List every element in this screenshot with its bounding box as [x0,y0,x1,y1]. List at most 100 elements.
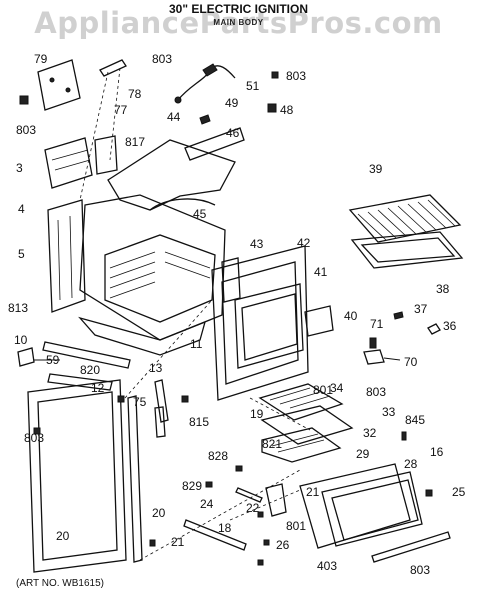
callout-34: 34 [330,381,344,395]
diagram-subtitle: MAIN BODY [213,18,264,27]
part-403-rod [371,531,451,563]
callout-828: 28 [404,457,418,471]
callout-4: 4 [18,202,25,216]
part-59-bracket [17,347,35,367]
callout-20: 828 [208,449,228,463]
callout-71: 71 [370,317,384,331]
callout-70: 70 [404,355,418,369]
part-38-pan [350,231,464,269]
callout-75: 75 [133,395,147,409]
part-77-bracket [94,135,118,175]
callout-3: 3 [16,161,23,175]
callout-42: 42 [297,236,311,250]
callout-803: 803 [366,385,386,399]
callout-59: 59 [46,353,60,367]
part-78-bracket [99,59,127,77]
part-70-knob [363,349,385,365]
callout-16: 20 [56,529,70,543]
callout-803: 803 [24,431,44,445]
callout-51: 51 [246,79,260,93]
callout-43: 43 [250,237,264,251]
callout-803: 803 [286,69,306,83]
part-16-oven-door [27,379,127,573]
callout-78: 78 [128,87,142,101]
callout-25: 21 [306,485,320,499]
callout-813: 813 [8,301,28,315]
part-46-trim [184,127,245,161]
callout-33: 33 [382,405,396,419]
callout-37: 37 [414,302,428,316]
part-13-hinge [154,379,169,423]
callout-labels: 79 803 78 51 803 49 48 77 817 44 46 803 … [8,52,466,577]
callout-821: 29 [356,447,370,461]
callout-18: 21 [171,535,185,549]
callout-20: 18 [218,521,232,535]
callout-32: 32 [363,426,377,440]
callout-801: 801 [313,383,333,397]
diagram-title: 30" ELECTRIC IGNITION [168,2,309,16]
part-4-side-panel [47,199,86,313]
callout-803: 803 [16,123,36,137]
part-19-drawer [261,427,342,463]
part-39-rack [348,194,462,243]
part-79-bracket [37,59,81,111]
callout-21: 829 [182,479,202,493]
callout-403: 803 [410,563,430,577]
callout-46: 46 [226,126,240,140]
callout-22: 24 [200,497,214,511]
part-5-body [79,194,226,341]
callout-817: 817 [125,135,145,149]
callout-815: 815 [189,415,209,429]
callout-77: 77 [114,103,128,117]
callout-10: 10 [14,333,28,347]
callout-801: 20 [152,506,166,520]
part-18-rod [183,519,247,551]
callout-41: 41 [314,265,328,279]
callout-48: 48 [280,103,294,117]
callout-11: 11 [190,337,203,351]
part-45-oven-cavity [104,234,216,323]
callout-44: 44 [167,110,181,124]
callout-40: 40 [344,309,358,323]
part-44-top-panel [107,139,236,211]
part-15-hinge [154,406,166,438]
callout-24: 801 [286,519,306,533]
callout-79: 79 [34,52,48,66]
part-40-trim [304,305,334,337]
callout-28: 25 [452,485,466,499]
callout-49: 49 [225,96,239,110]
part-33-drawer-front [299,463,411,549]
callout-45: 45 [193,207,207,221]
part-34-tray [258,383,344,421]
callout-26: 403 [317,559,337,573]
callout-13: 13 [149,361,163,375]
callout-5: 5 [18,247,25,261]
callout-19: 19 [250,407,264,421]
part-803-screw [19,95,29,105]
callout-820: 820 [80,363,100,377]
part-11-bottom [78,316,206,356]
part-32-drawer-pan [260,405,354,445]
callout-803: 821 [262,437,282,451]
callout-39: 39 [369,162,383,176]
part-22-rod [235,487,263,503]
part-10-rail [42,341,131,369]
part-29-panel [321,471,423,547]
callout-36: 36 [443,319,457,333]
part-41-gasket [234,283,304,369]
part-75-strip [127,395,143,563]
part-43-panel [221,257,241,303]
callout-38: 38 [436,282,450,296]
callout-21: 26 [276,538,290,552]
part-820-rail [47,373,113,391]
callout-845: 845 [405,413,425,427]
callout-12: 12 [91,381,105,395]
callout-803: 803 [152,52,172,66]
part-42-front-frame [211,245,309,401]
part-24-bracket [265,483,287,517]
callout-829: 22 [246,501,260,515]
part-3-bracket [44,137,93,189]
art-number: (ART NO. WB1615) [16,578,104,589]
